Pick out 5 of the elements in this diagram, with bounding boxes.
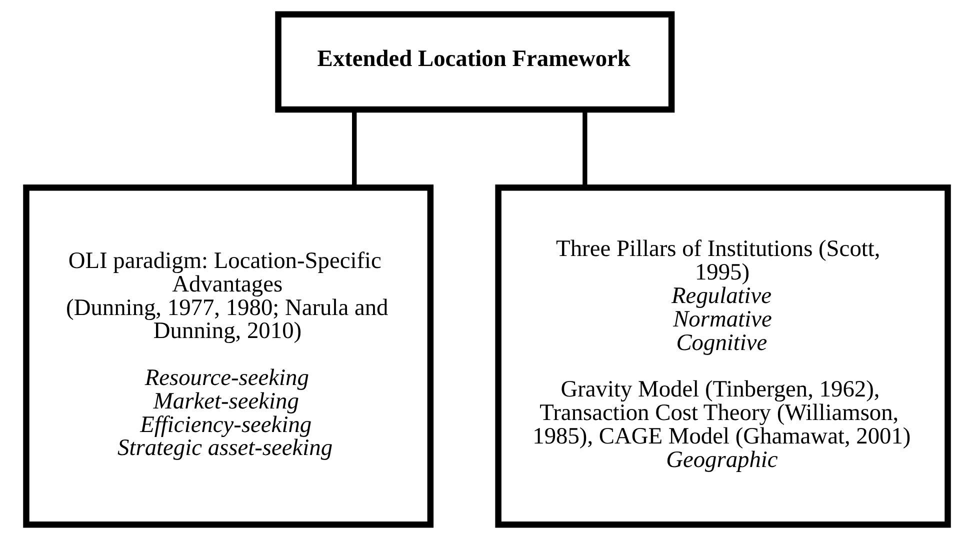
node-box: Three Pillars of Institutions (Scott, 1995) Regulative Normative Cognitive Gravity Model (Tinbergen, 1962), Transaction Cost Theory (Williamson, 1985), CAGE Model (Ghamawat, 2001) Geographic xyxy=(494,184,950,528)
connector xyxy=(582,110,587,188)
connector xyxy=(352,110,356,188)
node-box: OLI paradigm: Location-Specific Advantages (Dunning, 1977, 1980; Narula and Dunning, 2010) Resource-seeking Market-seeking Efficiency-seeking Strategic asset-seeking xyxy=(22,184,434,528)
node-box: Extended Location Framework xyxy=(274,11,674,113)
